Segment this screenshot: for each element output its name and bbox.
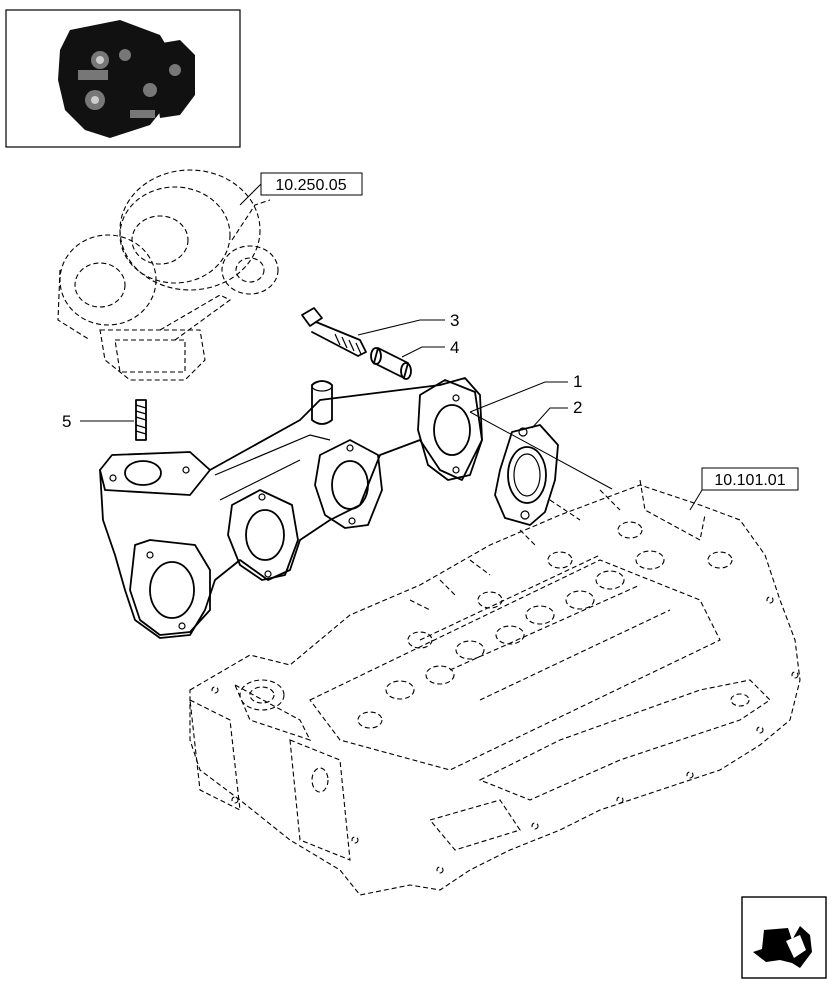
callout-1: 1 <box>573 372 582 391</box>
exhaust-manifold-part-1 <box>99 377 483 639</box>
engine-thumbnail-icon <box>5 9 241 148</box>
turbocharger-outline <box>57 169 279 381</box>
cylinder-head-outline <box>189 479 801 896</box>
leader-lines <box>80 319 613 490</box>
spacer-part-4 <box>370 347 412 380</box>
callout-3: 3 <box>450 311 459 330</box>
gasket-part-2 <box>494 424 559 526</box>
callout-2: 2 <box>573 398 582 417</box>
cylinder-head-reference[interactable]: 10.101.01 <box>689 467 799 511</box>
callout-5: 5 <box>62 412 71 431</box>
next-page-arrow-icon[interactable] <box>741 896 827 979</box>
bolt-part-3 <box>301 307 367 357</box>
turbocharger-reference[interactable]: 10.250.05 <box>239 172 363 206</box>
callout-4: 4 <box>450 338 459 357</box>
stud-part-5 <box>135 399 147 441</box>
svg-text:10.101.01: 10.101.01 <box>714 472 785 489</box>
svg-text:10.250.05: 10.250.05 <box>275 177 346 194</box>
